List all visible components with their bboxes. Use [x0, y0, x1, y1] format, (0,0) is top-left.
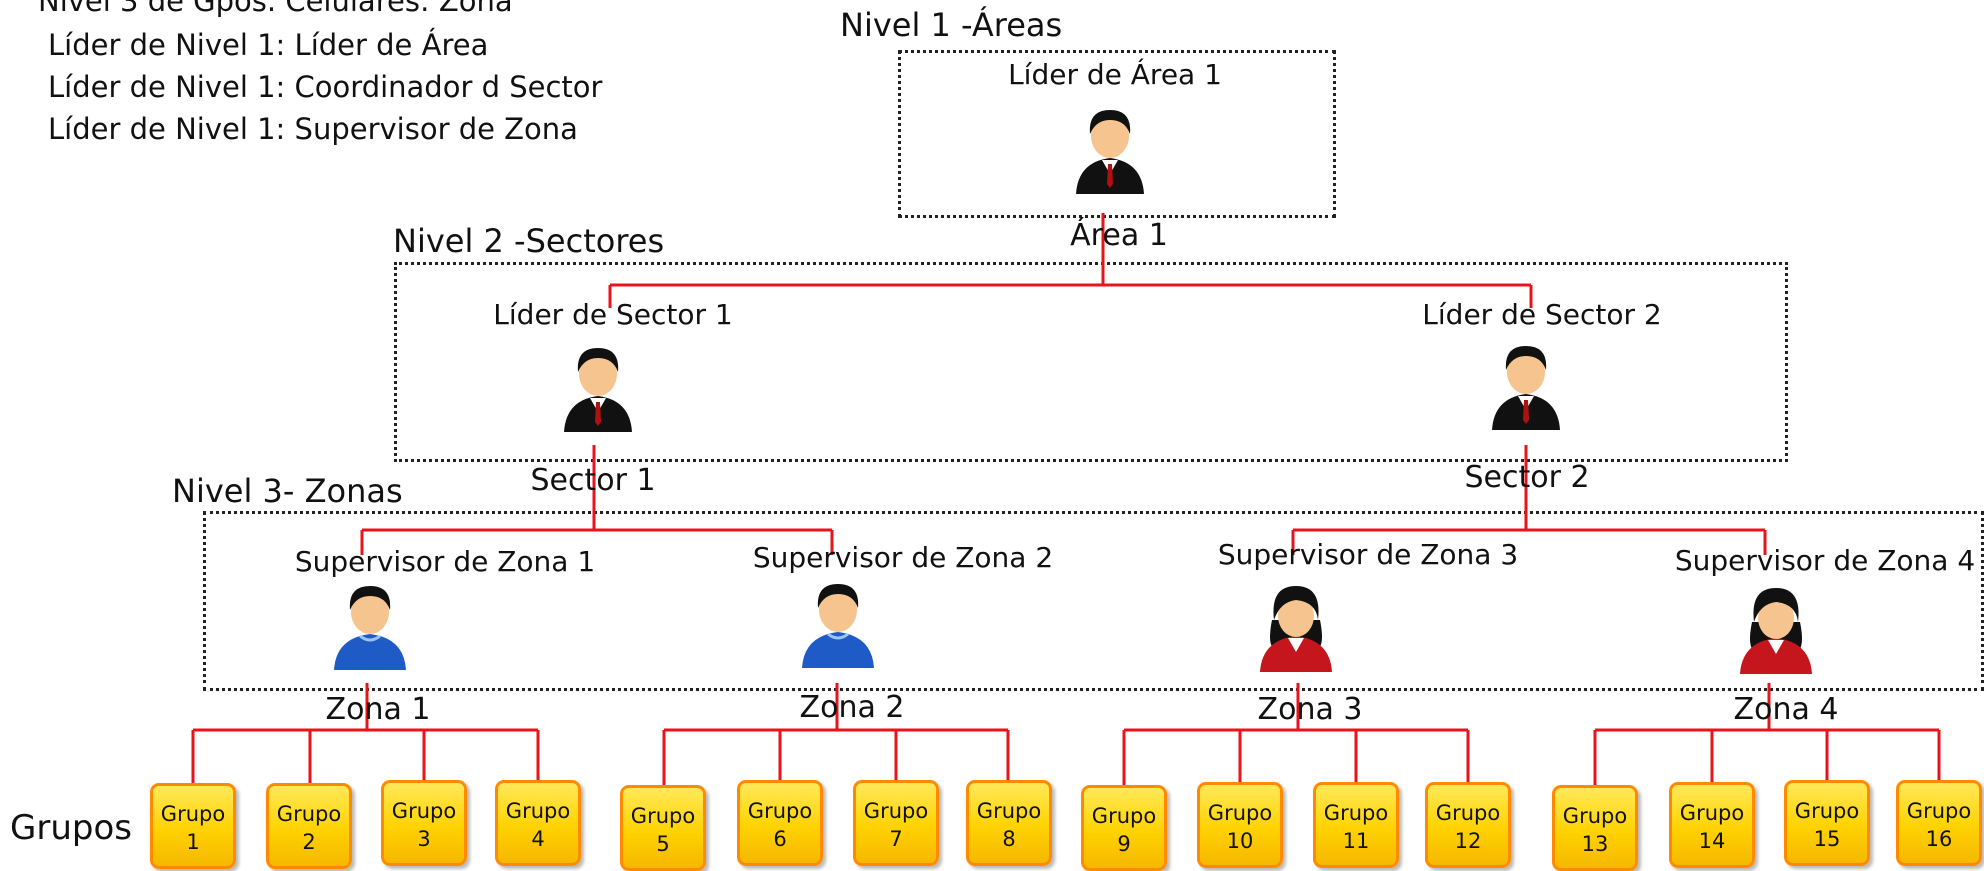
group-word: Grupo [1323, 801, 1389, 825]
group-box: Grupo 5 [620, 785, 706, 871]
group-word: Grupo [863, 799, 929, 823]
group-box: Grupo 13 [1552, 785, 1638, 871]
group-box: Grupo 8 [966, 780, 1052, 866]
zone-3-label: Zona 3 [1257, 692, 1363, 727]
group-word: Grupo [1091, 804, 1157, 828]
group-word: Grupo [1435, 801, 1501, 825]
group-word: Grupo [630, 804, 696, 828]
level-3-box [203, 511, 1984, 691]
group-number: 11 [1342, 829, 1370, 853]
zone-4-leader-label: Supervisor de Zona 4 [1674, 544, 1976, 577]
zone-2-label: Zona 2 [799, 690, 905, 725]
group-box: Grupo 1 [150, 783, 236, 869]
woman-icon [1740, 588, 1812, 674]
group-box: Grupo 2 [266, 783, 352, 869]
group-word: Grupo [160, 802, 226, 826]
man-suit-icon [564, 348, 632, 432]
area-leader-label: Líder de Área 1 [1008, 58, 1222, 91]
level-3-title: Nivel 3- Zonas [172, 472, 403, 510]
group-word: Grupo [1679, 801, 1745, 825]
sector-2-leader-label: Líder de Sector 2 [1422, 298, 1662, 331]
group-word: Grupo [391, 799, 457, 823]
level-2-title: Nivel 2 -Sectores [393, 222, 665, 260]
sector-2-label: Sector 2 [1464, 460, 1590, 495]
level-1-title: Nivel 1 -Áreas [840, 6, 1063, 44]
group-number: 9 [1117, 832, 1131, 856]
group-word: Grupo [1562, 804, 1628, 828]
group-number: 7 [889, 827, 903, 851]
group-word: Grupo [1207, 801, 1273, 825]
group-box: Grupo 4 [495, 780, 581, 866]
group-number: 12 [1454, 829, 1482, 853]
group-box: Grupo 10 [1197, 782, 1283, 868]
group-word: Grupo [505, 799, 571, 823]
man-suit-icon [1076, 110, 1144, 194]
man-casual-icon [802, 584, 874, 668]
group-box: Grupo 12 [1425, 782, 1511, 868]
group-word: Grupo [976, 799, 1042, 823]
group-number: 5 [656, 832, 670, 856]
legend-line-1: Nivel 3 de Gpos. Celulares: Zona [38, 0, 513, 18]
group-number: 4 [531, 827, 545, 851]
group-number: 8 [1002, 827, 1016, 851]
sector-1-leader-label: Líder de Sector 1 [493, 298, 733, 331]
group-number: 2 [302, 830, 316, 854]
level-2-box [394, 262, 1788, 462]
legend-line-4: Líder de Nivel 1: Supervisor de Zona [48, 112, 578, 146]
zone-3-leader-label: Supervisor de Zona 3 [1217, 538, 1519, 571]
group-box: Grupo 14 [1669, 782, 1755, 868]
group-box: Grupo 15 [1784, 780, 1870, 866]
group-box: Grupo 9 [1081, 785, 1167, 871]
group-box: Grupo 7 [853, 780, 939, 866]
legend-line-2: Líder de Nivel 1: Líder de Área [48, 28, 489, 62]
group-number: 16 [1925, 827, 1953, 851]
area-label: Área 1 [1070, 218, 1168, 253]
man-suit-icon [1492, 346, 1560, 430]
sector-1-label: Sector 1 [530, 463, 656, 498]
group-word: Grupo [1906, 799, 1972, 823]
group-word: Grupo [1794, 799, 1860, 823]
group-number: 10 [1226, 829, 1254, 853]
level-1-box [898, 50, 1336, 218]
group-number: 3 [417, 827, 431, 851]
legend-line-3: Líder de Nivel 1: Coordinador d Sector [48, 70, 603, 104]
group-number: 1 [186, 830, 200, 854]
group-number: 14 [1698, 829, 1726, 853]
zone-1-label: Zona 1 [325, 692, 431, 727]
group-number: 13 [1581, 832, 1609, 856]
group-word: Grupo [276, 802, 342, 826]
zone-2-leader-label: Supervisor de Zona 2 [752, 541, 1054, 574]
man-casual-icon [334, 586, 406, 670]
group-word: Grupo [747, 799, 813, 823]
group-box: Grupo 3 [381, 780, 467, 866]
group-number: 15 [1813, 827, 1841, 851]
group-box: Grupo 16 [1896, 780, 1982, 866]
grupos-label: Grupos [10, 808, 132, 848]
group-box: Grupo 11 [1313, 782, 1399, 868]
zone-1-leader-label: Supervisor de Zona 1 [294, 545, 596, 578]
group-number: 6 [773, 827, 787, 851]
group-box: Grupo 6 [737, 780, 823, 866]
zone-4-label: Zona 4 [1733, 692, 1839, 727]
woman-icon [1260, 586, 1332, 672]
